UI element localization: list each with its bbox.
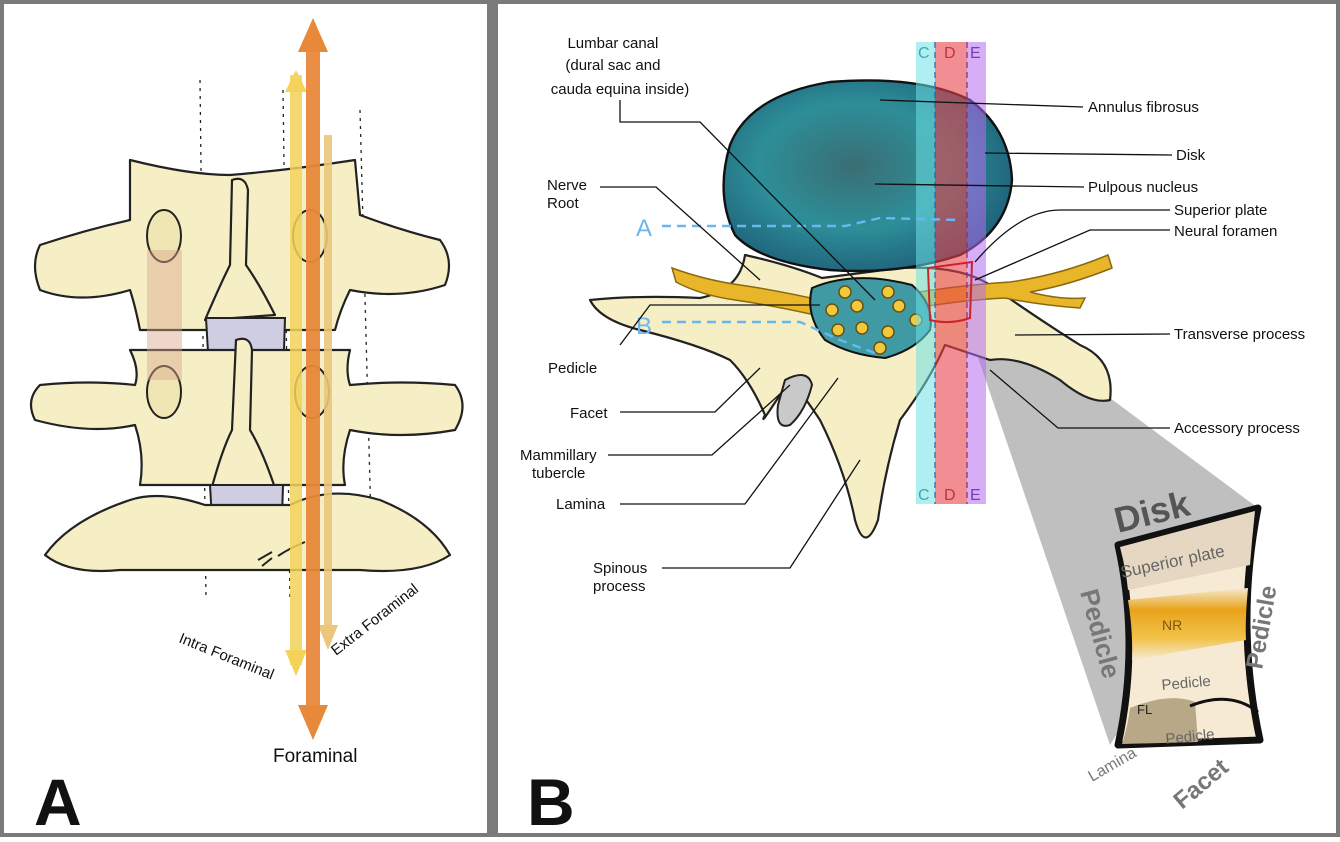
label-intra-foraminal: Intra Foraminal [177,630,277,684]
zone-d-label-bottom: D [944,487,956,504]
inset-nr-label: NR [1162,617,1182,633]
panel-b-letter: B [527,765,575,837]
label-foraminal: Foraminal [273,746,357,767]
level-a-label: A [636,215,652,242]
inset-lamina-label: Lamina [1086,744,1140,785]
zone-e-label-bottom: E [970,487,981,504]
label-extra-foraminal: Extra Foraminal [328,581,422,660]
zone-c-label-top: C [918,45,930,62]
label-pedicle: Pedicle [548,360,597,377]
label-facet: Facet [570,405,608,422]
label-pulpous-nucleus: Pulpous nucleus [1088,179,1198,196]
label-mammillary-tubercle: Mammillary tubercle [520,447,601,482]
inset-facet-label: Facet [1169,754,1234,815]
label-annulus-fibrosus: Annulus fibrosus [1088,99,1199,116]
label-accessory-process: Accessory process [1174,420,1300,437]
zone-d-band [935,42,967,504]
label-nerve-root: Nerve Root [547,177,591,212]
zone-d-label-top: D [944,45,956,62]
label-neural-foramen: Neural foramen [1174,223,1277,240]
inset-fl-label: FL [1137,702,1152,717]
label-spinous-process: Spinous process [593,560,651,595]
label-disk: Disk [1176,147,1206,164]
zone-c-label-bottom: C [918,487,930,504]
zone-c-band [916,42,935,504]
panel-a-letter: A [34,765,82,837]
level-b-label: B [636,313,652,340]
label-transverse-process: Transverse process [1174,326,1305,343]
zone-e-label-top: E [970,45,981,62]
label-superior-plate: Superior plate [1174,202,1267,219]
panel-a-spine-drawing [31,80,463,600]
zone-e-band [967,42,986,504]
label-lumbar-canal: Lumbar canal (dural sac and cauda equina… [551,35,689,98]
label-lamina: Lamina [556,496,606,513]
